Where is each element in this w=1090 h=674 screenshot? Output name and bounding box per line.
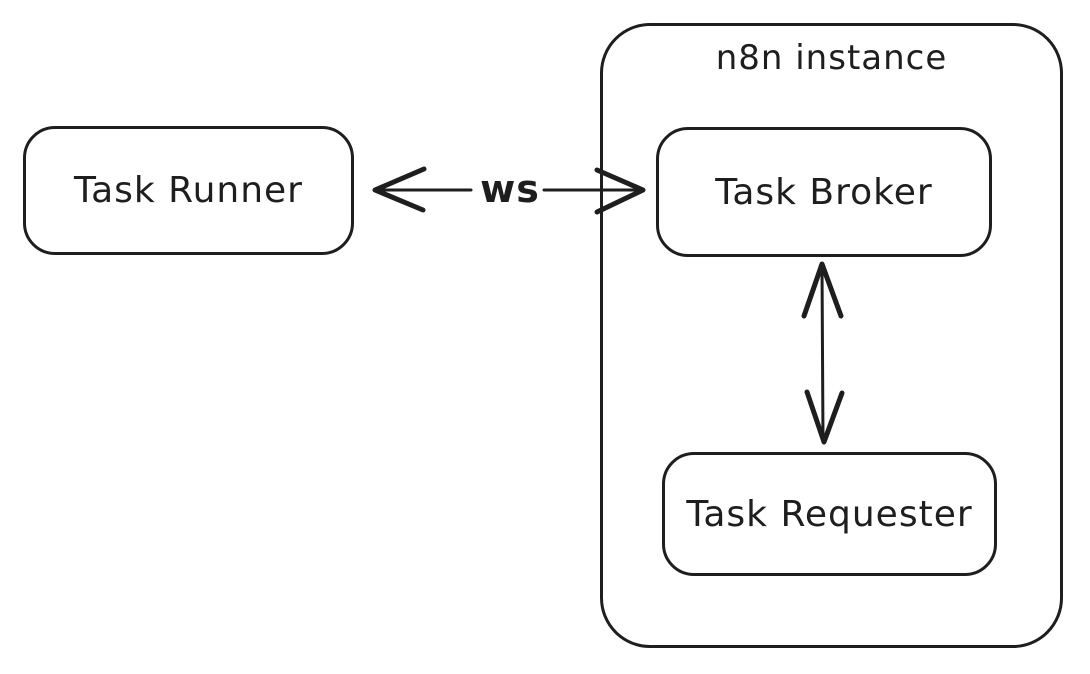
- node-task-broker: Task Broker: [656, 127, 992, 257]
- node-task-runner: Task Runner: [23, 126, 354, 255]
- group-n8n-instance-label: n8n instance: [715, 38, 948, 78]
- node-task-broker-label: Task Broker: [715, 171, 933, 213]
- node-task-requester: Task Requester: [662, 452, 997, 576]
- edge-ws-label: ws: [480, 167, 540, 211]
- node-task-runner-label: Task Runner: [74, 170, 303, 211]
- node-task-requester-label: Task Requester: [686, 493, 973, 535]
